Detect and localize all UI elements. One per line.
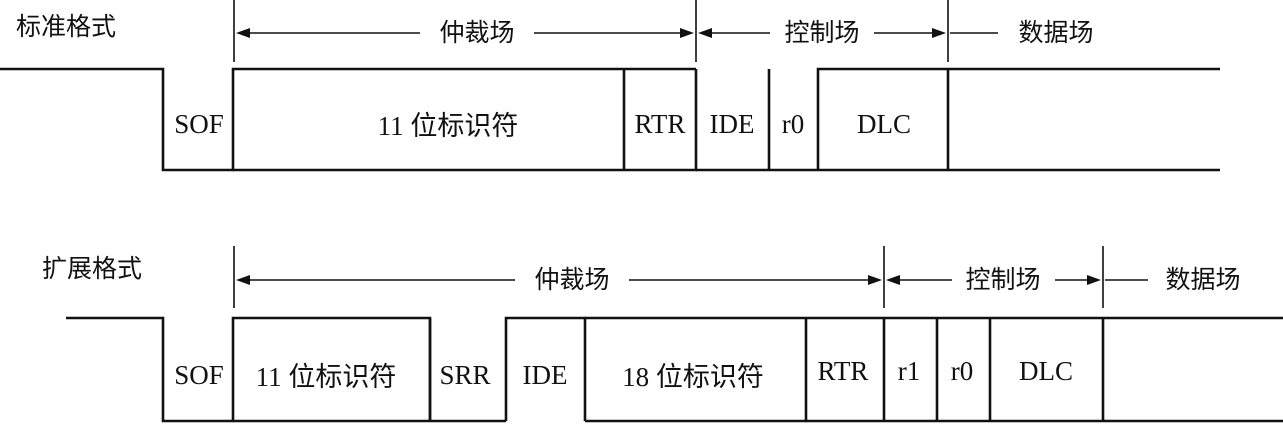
ext-field-r0: r0 bbox=[951, 356, 974, 386]
ext-field-18bit-id: 18 位标识符 bbox=[622, 362, 764, 392]
std-field-sof: SOF bbox=[174, 109, 224, 139]
std-ctrl-arrowhead-right bbox=[932, 28, 946, 38]
ext-field-dlc: DLC bbox=[1019, 356, 1073, 386]
ext-arb-arrowhead-right bbox=[868, 275, 882, 285]
standard-format-title: 标准格式 bbox=[16, 12, 116, 41]
std-field-11bit-id: 11 位标识符 bbox=[378, 111, 519, 141]
ext-field-sof: SOF bbox=[174, 360, 224, 390]
ext-data-label: 数据场 bbox=[1165, 265, 1240, 294]
ext-field-r1: r1 bbox=[898, 356, 921, 386]
ext-arb-arrowhead-left bbox=[236, 275, 250, 285]
std-arb-arrowhead-right bbox=[680, 28, 694, 38]
ext-field-11bit-id: 11 位标识符 bbox=[256, 362, 397, 392]
std-data-label: 数据场 bbox=[1018, 18, 1093, 47]
ext-ide-box bbox=[504, 316, 587, 421]
extended-format-title: 扩展格式 bbox=[42, 254, 142, 283]
std-field-dlc: DLC bbox=[857, 109, 911, 139]
std-waveform-start bbox=[0, 67, 696, 172]
std-control-label: 控制场 bbox=[784, 18, 859, 47]
ext-field-srr: SRR bbox=[439, 360, 490, 390]
ext-ctrl-arrowhead-right bbox=[1087, 275, 1101, 285]
ext-field-ide: IDE bbox=[523, 360, 568, 390]
ext-ctrl-arrowhead-left bbox=[886, 275, 900, 285]
ext-control-label: 控制场 bbox=[965, 265, 1040, 294]
std-field-rtr: RTR bbox=[635, 109, 686, 139]
ext-arbitration-label: 仲裁场 bbox=[534, 265, 609, 294]
std-field-r0: r0 bbox=[782, 109, 805, 139]
std-field-ide: IDE bbox=[710, 109, 755, 139]
std-ctrl-arrowhead-left bbox=[698, 28, 712, 38]
std-arb-arrowhead-left bbox=[236, 28, 250, 38]
std-dlc-top bbox=[816, 67, 948, 170]
ext-field-rtr: RTR bbox=[818, 356, 869, 386]
std-arbitration-label: 仲裁场 bbox=[439, 18, 514, 47]
